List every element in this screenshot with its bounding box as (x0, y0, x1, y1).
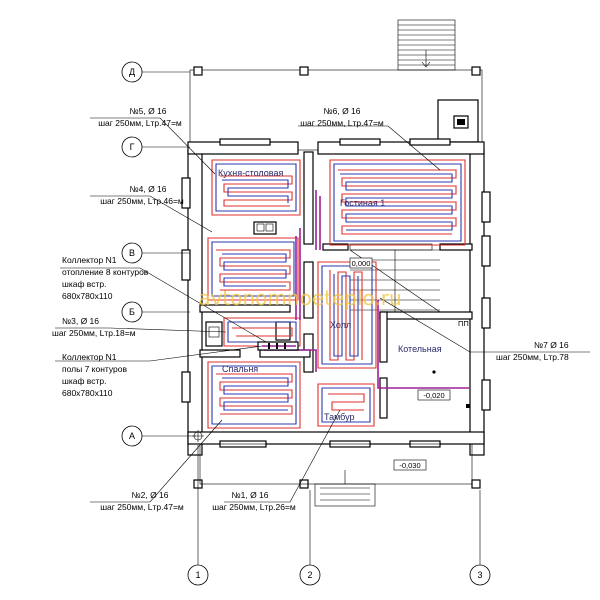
manifold-floor-l1: Коллектор N1 (62, 352, 117, 362)
room-bedroom: Спальня (222, 364, 258, 374)
manifold-floor-l2: полы 7 контуров (62, 364, 127, 374)
circuit1-name: №1, Ø 16 (232, 490, 269, 500)
circuit1-spec: шаг 250мм, Lтр.26=м (212, 502, 296, 512)
axis-bubbles: Д Г В Б А 1 2 3 (121, 61, 491, 586)
axis-2: 2 (307, 570, 312, 580)
circuit5-name: №5, Ø 16 (130, 106, 167, 116)
room-hall: Холл (330, 320, 351, 330)
circuit4-spec: шаг 250мм, Lтр.46=м (100, 196, 184, 206)
interior-walls (193, 151, 481, 489)
circuit5-spec: шаг 250мм, Lтр.47=м (98, 118, 182, 128)
circuit4-name: №4, Ø 16 (130, 184, 167, 194)
circuit-labels: №5, Ø 16 шаг 250мм, Lтр.47=м №6, Ø 16 ша… (52, 106, 569, 512)
manifold (257, 341, 299, 351)
circuit2-spec: шаг 250мм, Lтр.47=м (100, 502, 184, 512)
circuit7-name: №7 Ø 16 (534, 340, 569, 350)
pp-mark: ПП (458, 319, 469, 328)
terrace (189, 66, 483, 151)
manifold-floor-l4: 680х780х110 (62, 388, 113, 398)
room-living: Гостиная 1 (340, 198, 385, 208)
room-kitchen: Кухня-столовая (218, 168, 283, 178)
circuit7-spec: шаг 250мм, Lтр.78 (496, 352, 569, 362)
level-marks: 0,000 -0,030 ПП (349, 257, 469, 471)
manifold-heating-l2: отопление 8 контуров (62, 267, 149, 277)
circuit6-spec: шаг 250мм, Lтр.47=м (300, 118, 384, 128)
leader-lines (55, 117, 590, 503)
room-vestibule: Тамбур (324, 412, 355, 422)
exterior-stair (397, 19, 456, 71)
axis-1: 1 (195, 570, 200, 580)
axis-v: В (129, 248, 135, 258)
manifold-heating-l4: 680х780х110 (62, 291, 113, 301)
kitchen-furniture (205, 221, 291, 347)
circuit3-name: №3, Ø 16 (62, 316, 99, 326)
circuit6-name: №6, Ø 16 (324, 106, 361, 116)
porch (199, 443, 473, 507)
axis-d: Д (129, 67, 135, 77)
room-names: Кухня-столовая Гостиная 1 Холл Котельная… (218, 168, 442, 422)
circuit2-name: №2, Ø 16 (132, 490, 169, 500)
axis-3: 3 (477, 570, 482, 580)
level-mark-hall: 0,000 (352, 259, 371, 268)
axis-a: А (129, 431, 135, 441)
manifold-floor-l3: шкаф встр. (62, 376, 106, 386)
heating-loops (207, 159, 470, 429)
level-mark-porch: -0,030 (399, 461, 420, 470)
axis-b: Б (129, 307, 135, 317)
boiler-room: -0,020 (417, 370, 470, 408)
watermark: avtonomnoeteplo.ru (198, 286, 401, 310)
axis-lines (142, 71, 481, 565)
manifold-heating-l3: шкаф встр. (62, 279, 106, 289)
level-mark-boiler: -0,020 (423, 391, 444, 400)
manifold-heating-l1: Коллектор N1 (62, 255, 117, 265)
circuit3-spec: шаг 250мм, Lтр.18=м (52, 328, 136, 338)
room-boiler: Котельная (398, 344, 442, 354)
axis-g: Г (130, 142, 135, 152)
